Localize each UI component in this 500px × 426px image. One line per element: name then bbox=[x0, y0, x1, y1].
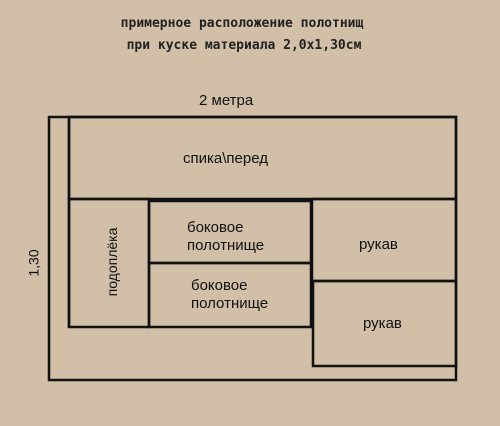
label-side-panel-2: боковое полотнище bbox=[191, 277, 269, 312]
label-side-panel-1: боковое полотнище bbox=[187, 219, 265, 254]
height-label: 1,30 bbox=[25, 249, 42, 277]
label-back-front: спика\перед bbox=[183, 150, 268, 167]
diagram-title-line2: при куске материала 2,0х1,30см bbox=[126, 38, 362, 53]
piece-side-panel-2 bbox=[147, 261, 313, 329]
label-sleeve-1: рукав bbox=[359, 236, 398, 253]
label-sleeve-2: рукав bbox=[363, 315, 402, 332]
width-label: 2 метра bbox=[199, 92, 254, 109]
piece-sleeve-2 bbox=[311, 279, 458, 368]
diagram-title-line1: примерное расположение полотнищ bbox=[120, 16, 364, 31]
label-lining: подоплёка bbox=[104, 227, 120, 297]
piece-back-front bbox=[67, 115, 458, 201]
